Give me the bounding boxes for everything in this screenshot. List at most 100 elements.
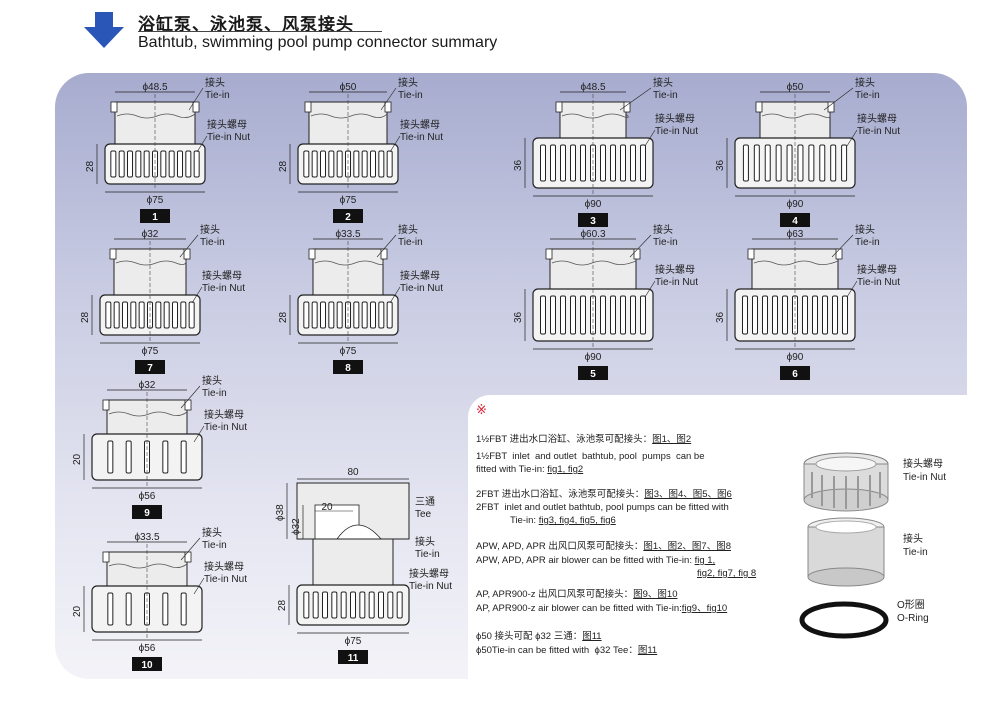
- bottom-diameter: ϕ75: [142, 346, 159, 357]
- bottom-diameter: ϕ75: [345, 636, 362, 647]
- down-arrow-icon: [84, 12, 124, 48]
- nut-label-en: Tie-in Nut: [409, 581, 452, 592]
- nut-rib: [168, 150, 175, 178]
- top-diameter: ϕ50: [340, 82, 357, 93]
- thread-right: [380, 248, 388, 260]
- o-ring-illustration: [799, 601, 889, 639]
- note-1-cn: 1½FBT 进出水口浴缸、泳池泵可配接头：图1、图2: [476, 434, 692, 445]
- nut-label-en: Tie-in Nut: [204, 422, 247, 433]
- tiein-label-cn: 接头: [200, 223, 220, 236]
- nut-rib: [163, 301, 170, 329]
- nut-rib: [775, 144, 782, 182]
- height-value: 36: [715, 311, 726, 323]
- tiein-leader: [823, 87, 854, 111]
- tiein-leader: [629, 234, 652, 258]
- nut-rib: [177, 150, 183, 178]
- top-diameter: ϕ32: [139, 380, 156, 391]
- nut-rib: [303, 150, 310, 178]
- nut-leader: [191, 286, 203, 304]
- nut-rib: [135, 150, 142, 178]
- top-diameter: ϕ48.5: [142, 82, 168, 93]
- nut-label-cn: 接头螺母: [204, 408, 244, 421]
- nut-rib: [303, 591, 310, 619]
- nut-rib: [143, 150, 150, 178]
- tiein-label-en: Tie-in: [855, 237, 880, 248]
- tiein-label-cn: 接头: [398, 223, 418, 236]
- nut-rib: [110, 150, 117, 178]
- nut-rib: [580, 295, 586, 335]
- parts-tiein-en: Tie-in: [903, 547, 928, 558]
- nut-rib: [312, 591, 319, 619]
- note-4-en: AP, APR900-z air blower can be fitted wi…: [476, 603, 728, 614]
- height-value: 36: [513, 159, 524, 171]
- nut-rib: [328, 301, 335, 329]
- nut-rib: [122, 301, 128, 329]
- nut-rib: [311, 150, 318, 178]
- nut-rib: [138, 301, 145, 329]
- figure-number: 8: [345, 363, 351, 374]
- figure-badge: [132, 657, 162, 671]
- thread-right: [184, 551, 192, 563]
- nut-rib: [107, 592, 114, 626]
- nut-leader: [196, 135, 208, 153]
- nut-rib: [550, 144, 556, 182]
- tiein-label-cn: 接头: [398, 76, 418, 89]
- nut-rib: [172, 301, 178, 329]
- nut-rib: [180, 592, 187, 626]
- nut-rib: [320, 301, 326, 329]
- tiein-label-cn: 接头: [653, 76, 673, 89]
- nut-leader: [644, 129, 656, 147]
- nut-rib: [540, 295, 546, 335]
- nut-rib: [570, 295, 576, 335]
- nut-rib: [802, 295, 808, 335]
- nut-leader: [193, 577, 205, 595]
- break-line: [551, 260, 637, 266]
- nut-rib: [144, 592, 150, 626]
- nut-leader: [193, 425, 205, 443]
- nut-rib: [570, 144, 576, 182]
- nut-leader: [846, 280, 858, 298]
- figure-badge: [333, 209, 363, 223]
- nut-label-cn: 接头螺母: [857, 263, 897, 276]
- height-value: 36: [513, 311, 524, 323]
- bottom-diameter: ϕ56: [139, 491, 156, 502]
- figure-badge: [140, 209, 170, 223]
- thread-left: [545, 248, 553, 260]
- nut-rib: [819, 144, 826, 182]
- nut-rib: [386, 150, 393, 178]
- nut-label-en: Tie-in Nut: [202, 283, 245, 294]
- break-line: [761, 113, 831, 119]
- tiein-label-en: Tie-in: [205, 90, 230, 101]
- nut-rib: [396, 591, 403, 619]
- tiein-label-en: Tie-in: [855, 90, 880, 101]
- note-2-en-a: 2FBT inlet and outlet bathtub, pool pump…: [476, 502, 729, 513]
- nut-label-cn: 接头螺母: [204, 560, 244, 573]
- nut-rib: [125, 440, 132, 474]
- note-5-en: ϕ50Tie-in can be fitted with ϕ32 Tee：图11: [476, 645, 658, 656]
- nut-label-cn: 接头螺母: [857, 112, 897, 125]
- nut-leader: [389, 135, 401, 153]
- thread-right: [633, 248, 641, 260]
- nut-rib: [353, 301, 360, 329]
- top-diameter: ϕ63: [787, 229, 804, 240]
- nut-rib: [630, 144, 636, 182]
- nut-rib: [797, 144, 804, 182]
- nut-rib: [130, 301, 137, 329]
- note-3-en-a: APW, APD, APR air blower can be fitted w…: [476, 555, 716, 566]
- figure-badge: [338, 650, 368, 664]
- top-diameter: ϕ32: [142, 229, 159, 240]
- nut-rib: [350, 591, 356, 619]
- nut-label-en: Tie-in Nut: [204, 574, 247, 585]
- tiein-label-cn: 接头: [415, 535, 435, 548]
- thread-right: [184, 399, 192, 411]
- thread-left: [102, 399, 110, 411]
- nut-rib: [105, 301, 112, 329]
- figure-number: 5: [590, 369, 596, 380]
